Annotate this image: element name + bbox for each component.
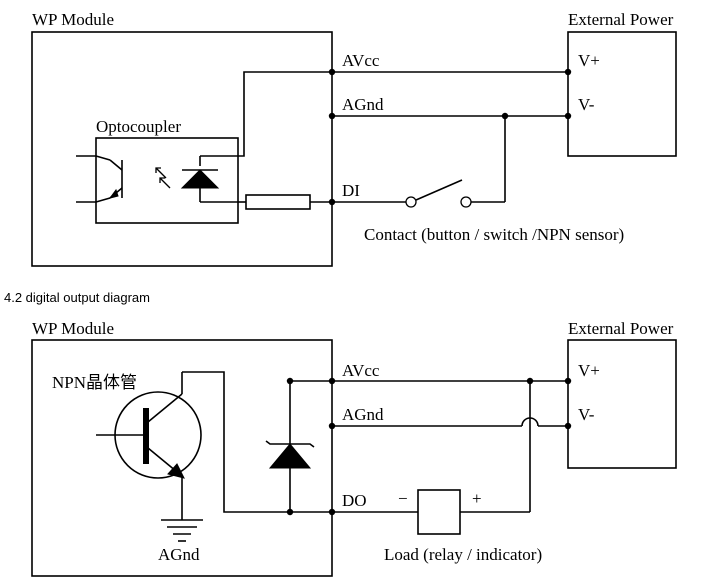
do-label: DO: [342, 491, 367, 510]
input-module-box: [31, 31, 333, 267]
load-box: [417, 489, 461, 535]
output-module-title: WP Module: [32, 319, 114, 338]
section-caption: 4.2 digital output diagram: [4, 290, 150, 305]
digital-input-diagram: WP Module External Power Optocoupler: [31, 10, 677, 267]
optocoupler-box: [95, 137, 239, 224]
avcc-internal-wire: [238, 71, 332, 157]
vplus-label-out: V+: [578, 361, 600, 380]
load-plus-label: +: [472, 489, 482, 508]
switch-terminal-icon: [405, 196, 417, 208]
led-icon: [180, 155, 238, 203]
vminus-label: V-: [578, 95, 595, 114]
di-label: DI: [342, 181, 360, 200]
vminus-label-out: V-: [578, 405, 595, 424]
avcc-label: AVcc: [342, 51, 380, 70]
output-power-title: External Power: [568, 319, 674, 338]
switch-terminal-icon: [460, 196, 472, 208]
flyback-diode-icon: [265, 380, 332, 512]
digital-output-diagram: WP Module External Power NPN晶体管 AGnd: [31, 319, 677, 577]
npn-transistor-icon: [96, 372, 202, 520]
load-minus-label: −: [398, 489, 408, 508]
output-module-box: [31, 339, 333, 577]
input-module-title: WP Module: [32, 10, 114, 29]
npn-label: NPN晶体管: [52, 373, 137, 392]
resistor-icon: [245, 194, 311, 210]
phototransistor-icon: [76, 155, 123, 203]
agnd-label-out: AGnd: [342, 405, 384, 424]
vplus-label: V+: [578, 51, 600, 70]
light-arrows-icon: [155, 167, 171, 189]
collector-wire: [182, 371, 332, 513]
avcc-label-out: AVcc: [342, 361, 380, 380]
input-power-box: [567, 31, 677, 157]
output-power-box: [567, 339, 677, 469]
ground-icon: [161, 519, 203, 542]
optocoupler-title: Optocoupler: [96, 117, 181, 136]
load-label: Load (relay / indicator): [384, 545, 542, 564]
contact-label: Contact (button / switch /NPN sensor): [364, 225, 624, 244]
switch-contact-icon: [415, 179, 463, 201]
ground-label: AGnd: [158, 545, 200, 564]
input-power-title: External Power: [568, 10, 674, 29]
agnd-label: AGnd: [342, 95, 384, 114]
